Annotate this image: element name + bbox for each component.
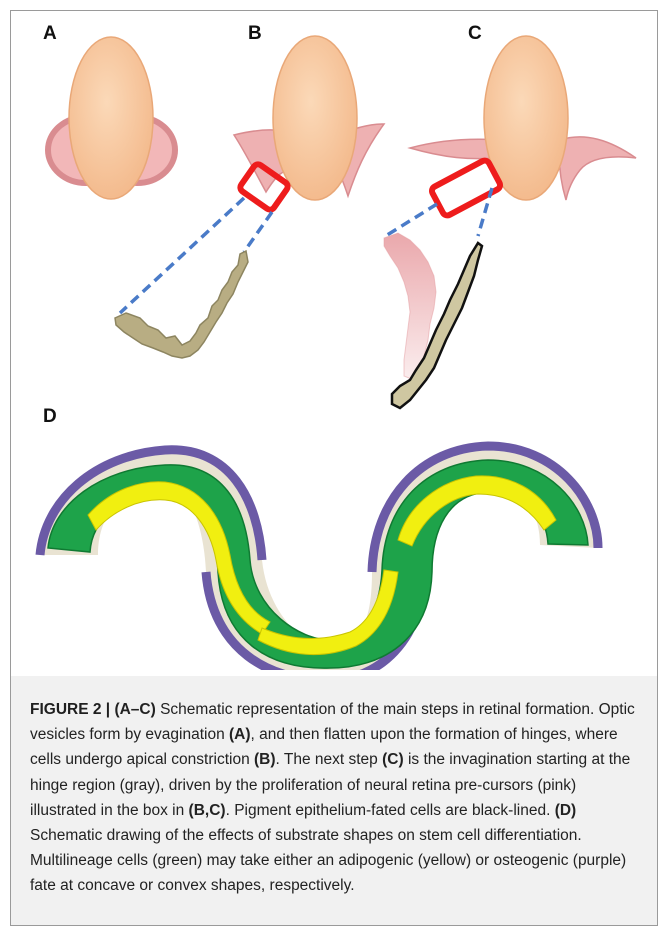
panel-c-zoom-line-left bbox=[384, 204, 437, 237]
panel-b-hinge-cells bbox=[115, 251, 248, 358]
figure-caption: FIGURE 2 | (A–C) Schematic representatio… bbox=[30, 697, 640, 899]
panel-d-diagram bbox=[40, 446, 598, 670]
figure-illustration bbox=[0, 0, 670, 670]
panel-label-b: B bbox=[248, 23, 262, 45]
caption-ref-a: (A) bbox=[229, 726, 251, 743]
caption-figure-id: FIGURE 2 | bbox=[30, 701, 114, 718]
caption-text-5: . Pigment epithelium-fated cells are bla… bbox=[226, 802, 555, 819]
caption-ref-b-c: (B,C) bbox=[189, 802, 226, 819]
caption-ref-a-c: (A–C) bbox=[114, 701, 155, 718]
panel-label-a: A bbox=[43, 23, 57, 45]
panel-label-c: C bbox=[468, 23, 482, 45]
panel-a-diagram bbox=[48, 37, 175, 199]
caption-text-3: . The next step bbox=[276, 751, 383, 768]
panel-b-zoom-line-right bbox=[244, 212, 272, 252]
caption-text-6: Schematic drawing of the effects of subs… bbox=[30, 827, 626, 894]
panel-c-right-hinge bbox=[559, 137, 636, 200]
panel-b-optic-vesicle bbox=[273, 36, 357, 200]
caption-ref-d: (D) bbox=[555, 802, 577, 819]
panel-a-optic-vesicle bbox=[69, 37, 153, 199]
caption-ref-c: (C) bbox=[382, 751, 404, 768]
panel-b-diagram bbox=[115, 36, 384, 358]
panel-label-d: D bbox=[43, 406, 57, 428]
panel-c-diagram bbox=[384, 36, 636, 408]
caption-ref-b: (B) bbox=[254, 751, 276, 768]
